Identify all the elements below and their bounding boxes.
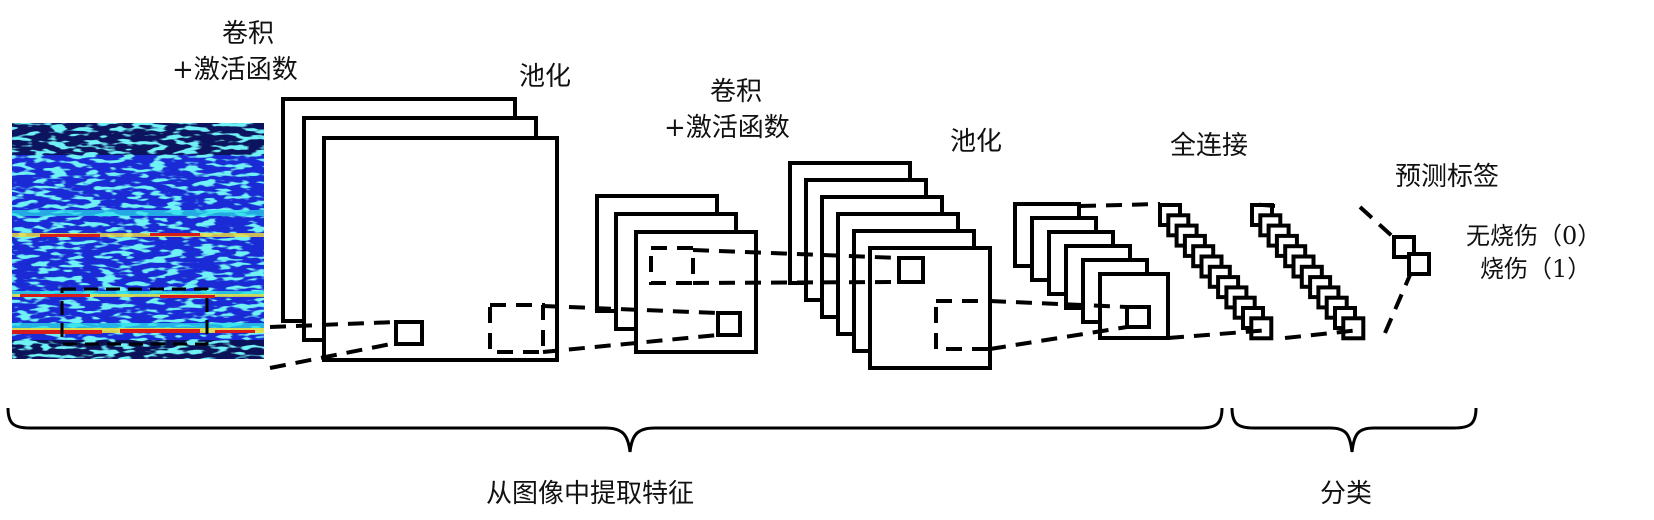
- connector-conv2-pool2: [989, 299, 1128, 351]
- label-output-1: 烧伤（1）: [1480, 255, 1591, 283]
- label-feature-extraction: 从图像中提取特征: [486, 479, 694, 509]
- fc-layer-2: [1250, 203, 1366, 341]
- fc-layer-1: [1158, 203, 1274, 341]
- connector-pool2-fc: [1079, 202, 1412, 340]
- label-conv1-line1: 卷积: [222, 19, 274, 49]
- label-conv2-line1: 卷积: [710, 77, 762, 107]
- label-predict: 预测标签: [1395, 162, 1499, 192]
- connector-pool1-conv2: [692, 248, 900, 285]
- connector-conv1-pool1: [542, 304, 719, 354]
- conv1-feature-maps: [281, 97, 559, 362]
- label-conv2-line2: +激活函数: [664, 113, 790, 143]
- connector-input-conv1: [269, 320, 397, 370]
- brace-feature-extraction: [6, 407, 1224, 453]
- pool1-feature-maps: [595, 194, 758, 354]
- output-nodes: [1392, 235, 1431, 276]
- label-conv1-line2: +激活函数: [172, 55, 298, 85]
- input-heatmap: [12, 123, 264, 359]
- pool2-feature-maps: [1013, 202, 1170, 340]
- fc-node: [1341, 316, 1366, 341]
- conv2-feature-maps: [788, 161, 992, 370]
- label-fc: 全连接: [1170, 131, 1248, 161]
- label-classification: 分类: [1320, 479, 1372, 509]
- label-output-0: 无烧伤（0）: [1466, 222, 1601, 250]
- brace-classification: [1230, 407, 1478, 453]
- label-pool1: 池化: [519, 62, 571, 92]
- label-pool2: 池化: [950, 127, 1002, 157]
- fc-node: [1249, 316, 1274, 341]
